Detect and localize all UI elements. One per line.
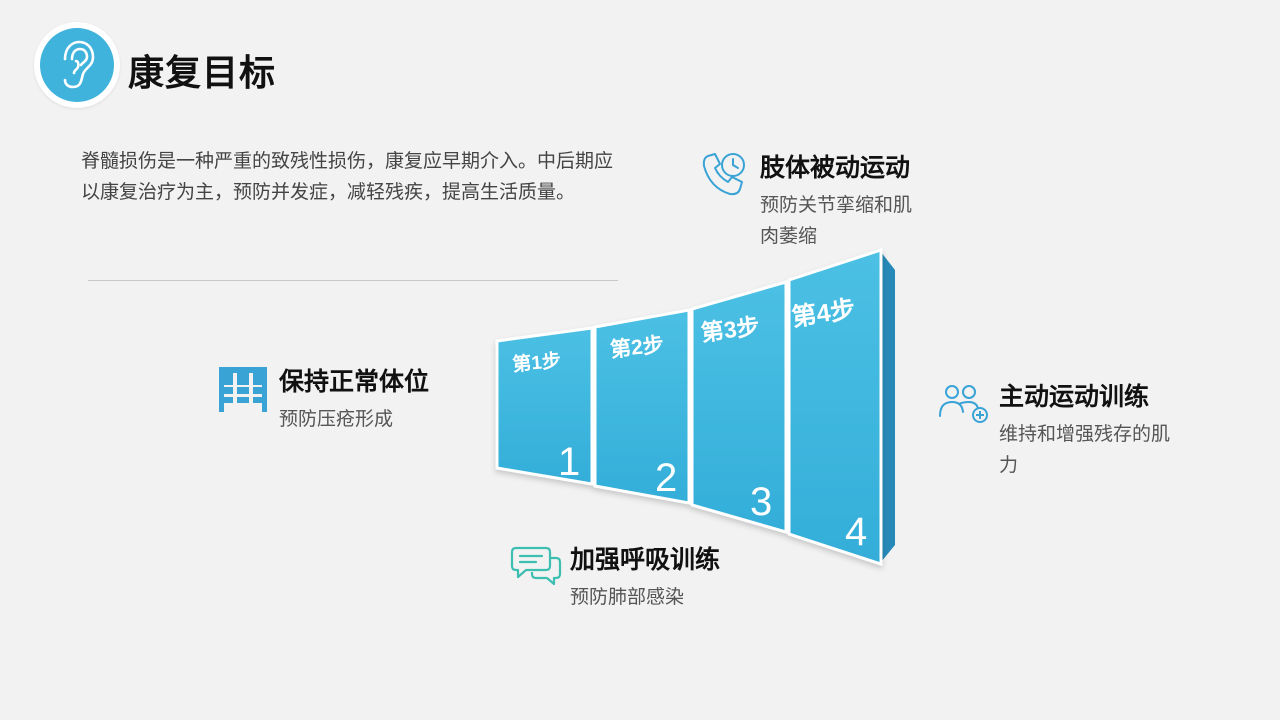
step-1-number: 1 (558, 440, 580, 484)
bed-icon (219, 367, 267, 412)
divider-line (88, 280, 618, 281)
goal-breathing-desc: 预防肺部感染 (570, 586, 685, 608)
step-2-label: 第2步 (609, 332, 665, 361)
goal-posture-title: 保持正常体位 (279, 367, 430, 396)
step-4-number: 4 (845, 510, 867, 554)
step-2-block[interactable] (593, 308, 691, 505)
funnel-side-face (881, 252, 895, 562)
logo-badge (34, 22, 120, 108)
step-3-number: 3 (750, 480, 772, 524)
step-1-label: 第1步 (511, 349, 561, 376)
goal-active-training: 主动运动训练 维持和增强残存的肌力 (999, 377, 1179, 481)
goal-posture-desc: 预防压疮形成 (279, 408, 394, 430)
step-1-block[interactable] (495, 326, 594, 486)
step-3-block[interactable] (690, 280, 788, 534)
goal-posture: 保持正常体位 预防压疮形成 (279, 362, 429, 435)
step-2-number: 2 (655, 456, 677, 500)
ear-icon (63, 40, 95, 89)
phone-clock-icon (702, 153, 745, 196)
intro-paragraph: 脊髓损伤是一种严重的致残性损伤，康复应早期介入。中后期应以康复治疗为主，预防并发… (81, 150, 614, 203)
goal-active-training-desc: 维持和增强残存的肌力 (999, 423, 1171, 476)
goal-passive-motion: 肢体被动运动 预防关节挛缩和肌肉萎缩 (760, 148, 920, 252)
goal-passive-motion-title: 肢体被动运动 (760, 153, 911, 182)
page-title: 康复目标 (128, 53, 277, 94)
goal-active-training-title: 主动运动训练 (999, 382, 1150, 411)
goal-breathing-title: 加强呼吸训练 (570, 545, 721, 574)
goal-passive-motion-desc: 预防关节挛缩和肌肉萎缩 (760, 194, 913, 247)
chat-bubbles-icon (510, 546, 562, 586)
people-add-icon (939, 385, 988, 423)
goal-breathing: 加强呼吸训练 预防肺部感染 (570, 540, 720, 613)
step-4-block[interactable] (787, 247, 883, 567)
logo-badge-inner (40, 28, 114, 102)
